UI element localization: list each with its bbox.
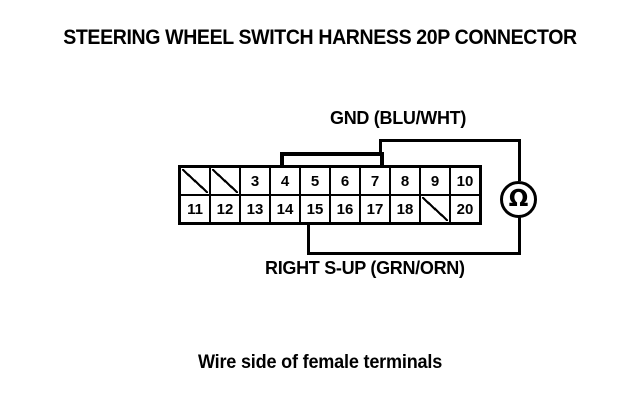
terminal-cell-8: 8 [391, 168, 421, 194]
ground-jumper-bar [280, 152, 384, 156]
terminal-label: 5 [310, 172, 320, 190]
terminal-cell-7: 7 [361, 168, 391, 194]
ground-wire-label: GND (BLU/WHT) [330, 108, 467, 128]
connector-bottom-row: 11 12 13 14 15 16 17 18 20 [181, 196, 479, 222]
terminal-cell-18: 18 [391, 196, 421, 222]
terminal-label: 8 [400, 172, 410, 190]
right-s-up-lead-drop [307, 224, 310, 255]
terminal-label: 9 [430, 172, 440, 190]
terminal-cell-11: 11 [181, 196, 211, 222]
terminal-cell-10: 10 [451, 168, 479, 194]
terminal-label: 18 [396, 200, 414, 218]
terminal-label: 15 [306, 200, 324, 218]
right-s-up-lead-horizontal [307, 252, 521, 255]
terminal-label: 6 [340, 172, 350, 190]
page-title: STEERING WHEEL SWITCH HARNESS 20P CONNEC… [63, 26, 577, 49]
terminal-label: 20 [456, 200, 474, 218]
terminal-label: 4 [280, 172, 290, 190]
terminal-cell-blank [421, 196, 451, 222]
terminal-cell-blank [211, 168, 241, 194]
right-s-up-wire-label: RIGHT S-UP (GRN/ORN) [265, 258, 465, 278]
terminal-cell-16: 16 [331, 196, 361, 222]
ground-lead-horizontal [379, 139, 521, 142]
omega-icon: Ω [508, 186, 529, 212]
terminal-label: 17 [366, 200, 384, 218]
terminal-cell-9: 9 [421, 168, 451, 194]
terminal-cell-blank [181, 168, 211, 194]
ground-lead-riser [379, 139, 382, 155]
terminal-cell-3: 3 [241, 168, 271, 194]
terminal-cell-12: 12 [211, 196, 241, 222]
ground-jumper-left-leg [280, 152, 284, 167]
terminal-label: 10 [456, 172, 474, 190]
terminal-label: 16 [336, 200, 354, 218]
terminal-cell-17: 17 [361, 196, 391, 222]
terminal-label: 14 [276, 200, 294, 218]
ground-jumper-right-leg [380, 152, 384, 167]
terminal-label: 13 [246, 200, 264, 218]
connector-top-row: 3 4 5 6 7 8 9 10 [181, 168, 479, 196]
terminal-cell-5: 5 [301, 168, 331, 194]
terminal-label: 3 [250, 172, 260, 190]
terminal-label: 11 [187, 200, 203, 218]
terminal-cell-13: 13 [241, 196, 271, 222]
page-caption: Wire side of female terminals [197, 352, 443, 373]
terminal-cell-4: 4 [271, 168, 301, 194]
right-s-up-lead-to-meter [518, 217, 521, 255]
ground-lead-to-meter [518, 139, 521, 181]
terminal-label: 12 [216, 200, 234, 218]
terminal-cell-14: 14 [271, 196, 301, 222]
terminal-cell-6: 6 [331, 168, 361, 194]
terminal-cell-15: 15 [301, 196, 331, 222]
terminal-label: 7 [370, 172, 380, 190]
ohmmeter-symbol: Ω [500, 181, 537, 218]
connector-terminal-grid: 3 4 5 6 7 8 9 10 11 12 13 14 15 16 17 18… [178, 165, 482, 225]
terminal-cell-20: 20 [451, 196, 479, 222]
